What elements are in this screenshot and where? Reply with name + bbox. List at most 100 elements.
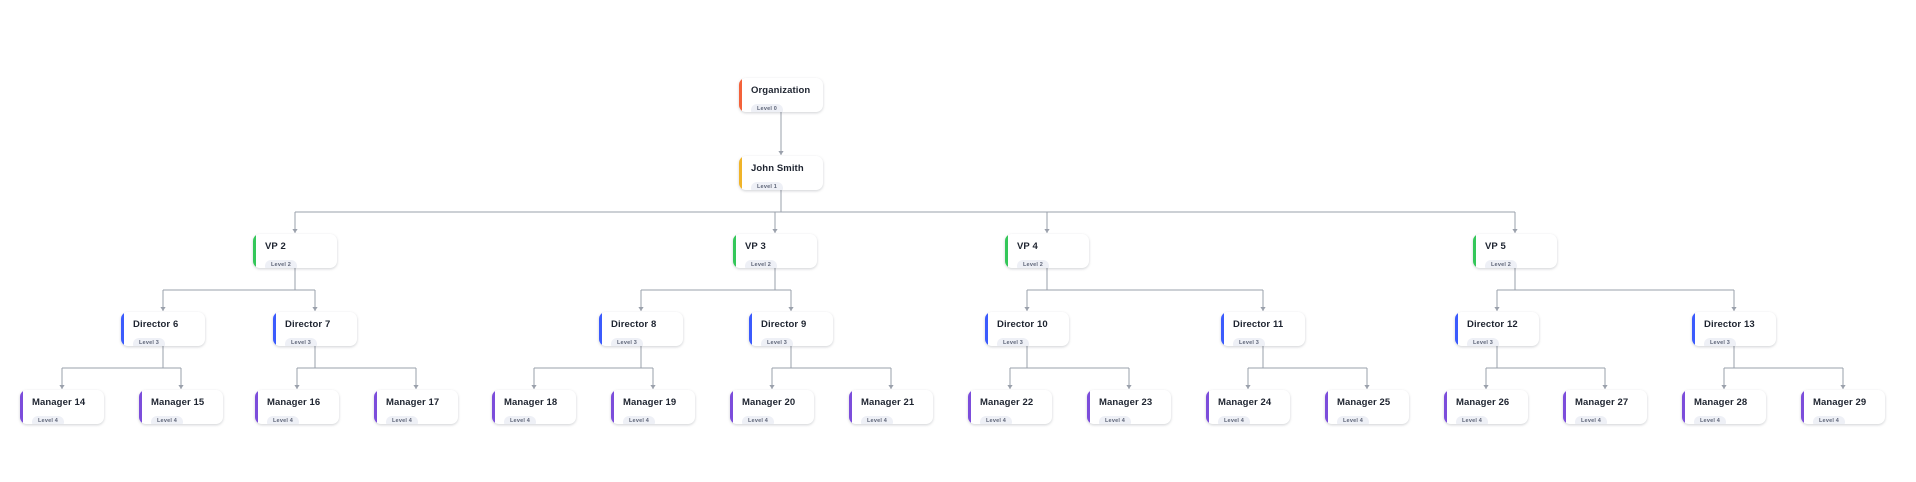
node-level-badge: Level 4: [980, 416, 1013, 424]
node-accent-bar: [1325, 390, 1328, 424]
node-level-badge: Level 4: [386, 416, 419, 424]
node-title: Manager 24: [1218, 397, 1272, 408]
node-accent-bar: [1455, 312, 1458, 346]
node-body: Manager 22 Level 4: [971, 390, 1052, 424]
node-level-badge: Level 3: [1233, 338, 1266, 346]
node-accent-bar: [849, 390, 852, 424]
node-level-badge: Level 4: [623, 416, 656, 424]
node-title: Organization: [751, 85, 811, 96]
node-accent-bar: [139, 390, 142, 424]
node-title: Manager 15: [151, 397, 205, 408]
node-level-badge: Level 4: [32, 416, 65, 424]
node-accent-bar: [739, 78, 742, 112]
org-node-n27[interactable]: Manager 27 Level 4: [1563, 390, 1647, 424]
node-body: Manager 27 Level 4: [1566, 390, 1647, 424]
node-level-badge: Level 3: [611, 338, 644, 346]
node-accent-bar: [121, 312, 124, 346]
node-accent-bar: [733, 234, 736, 268]
node-level-badge: Level 4: [1694, 416, 1727, 424]
node-title: Manager 18: [504, 397, 558, 408]
node-level-badge: Level 4: [742, 416, 775, 424]
org-node-n29[interactable]: Manager 29 Level 4: [1801, 390, 1885, 424]
node-accent-bar: [1444, 390, 1447, 424]
node-title: Manager 14: [32, 397, 86, 408]
org-node-n8[interactable]: Director 8 Level 3: [599, 312, 683, 346]
node-title: Manager 27: [1575, 397, 1629, 408]
node-level-badge: Level 4: [861, 416, 894, 424]
node-accent-bar: [253, 234, 256, 268]
node-title: Manager 28: [1694, 397, 1748, 408]
org-node-n13[interactable]: Director 13 Level 3: [1692, 312, 1776, 346]
node-title: Manager 25: [1337, 397, 1391, 408]
node-level-badge: Level 2: [265, 260, 298, 268]
node-title: Manager 17: [386, 397, 440, 408]
node-title: Manager 16: [267, 397, 321, 408]
node-level-badge: Level 0: [751, 104, 784, 112]
node-accent-bar: [749, 312, 752, 346]
org-node-n19[interactable]: Manager 19 Level 4: [611, 390, 695, 424]
node-accent-bar: [1682, 390, 1685, 424]
node-accent-bar: [611, 390, 614, 424]
node-level-badge: Level 4: [1813, 416, 1846, 424]
org-node-n14[interactable]: Manager 14 Level 4: [20, 390, 104, 424]
node-accent-bar: [1005, 234, 1008, 268]
node-level-badge: Level 3: [285, 338, 318, 346]
node-level-badge: Level 3: [761, 338, 794, 346]
node-title: Director 8: [611, 319, 657, 330]
node-title: Manager 29: [1813, 397, 1867, 408]
node-accent-bar: [492, 390, 495, 424]
node-title: Director 13: [1704, 319, 1755, 330]
node-accent-bar: [739, 156, 742, 190]
node-level-badge: Level 4: [1575, 416, 1608, 424]
node-title: John Smith: [751, 163, 804, 174]
node-title: Manager 26: [1456, 397, 1510, 408]
node-title: Manager 22: [980, 397, 1034, 408]
node-body: Manager 14 Level 4: [23, 390, 104, 424]
org-node-n28[interactable]: Manager 28 Level 4: [1682, 390, 1766, 424]
node-accent-bar: [374, 390, 377, 424]
node-level-badge: Level 3: [1704, 338, 1737, 346]
node-level-badge: Level 1: [751, 182, 784, 190]
node-title: Manager 19: [623, 397, 677, 408]
node-level-badge: Level 3: [133, 338, 166, 346]
org-node-n17[interactable]: Manager 17 Level 4: [374, 390, 458, 424]
node-accent-bar: [1692, 312, 1695, 346]
org-node-n22[interactable]: Manager 22 Level 4: [968, 390, 1052, 424]
node-accent-bar: [273, 312, 276, 346]
